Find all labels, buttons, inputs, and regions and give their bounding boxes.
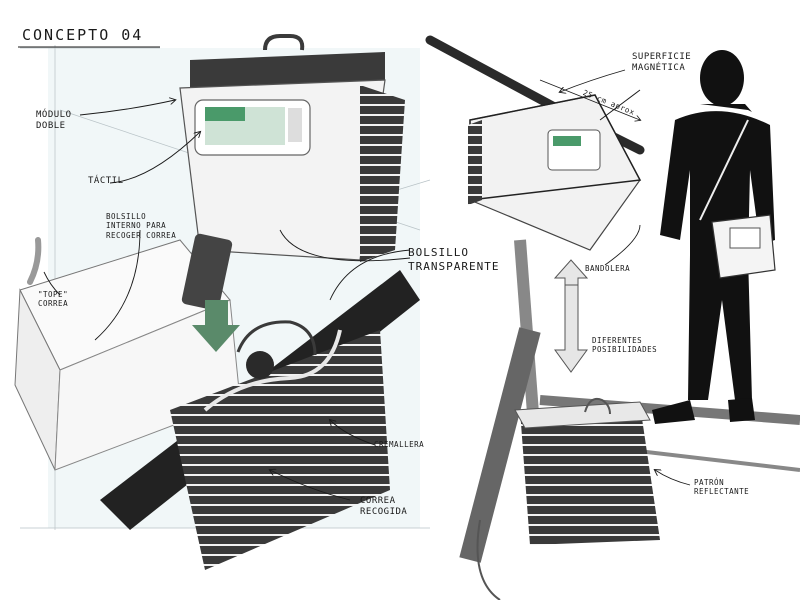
label-patron-reflectante: PATRÓN REFLECTANTE [694, 478, 749, 497]
label-cremallera: CREMALLERA [374, 440, 424, 449]
shoulder-bag-screen [730, 228, 760, 248]
page-title: CONCEPTO 04 [22, 26, 143, 44]
shoulder-bag [712, 215, 775, 278]
double-module-sketch [180, 36, 405, 262]
magnetic-clip [246, 351, 274, 379]
label-superficie-magnetica: SUPERFICIE MAGNÉTICA [632, 52, 691, 75]
label-diferentes-posibilidades: DIFERENTES POSIBILIDADES [592, 336, 657, 355]
label-bolsillo-interno: BOLSILLO INTERNO PARA RECOGER CORREA [106, 212, 176, 240]
label-bandolera: BANDOLERA [585, 264, 630, 273]
label-modulo-doble: MÓDULO DOBLE [36, 110, 72, 133]
label-tope-correa: "TOPE" CORREA [38, 290, 68, 309]
label-bolsillo-transparente: BOLSILLO TRANSPARENTE [408, 246, 499, 274]
label-correa-recogida: CORREA RECOGIDA [360, 496, 407, 519]
label-tactil: TÁCTIL [88, 176, 124, 187]
possibilities-arrow [555, 260, 587, 372]
